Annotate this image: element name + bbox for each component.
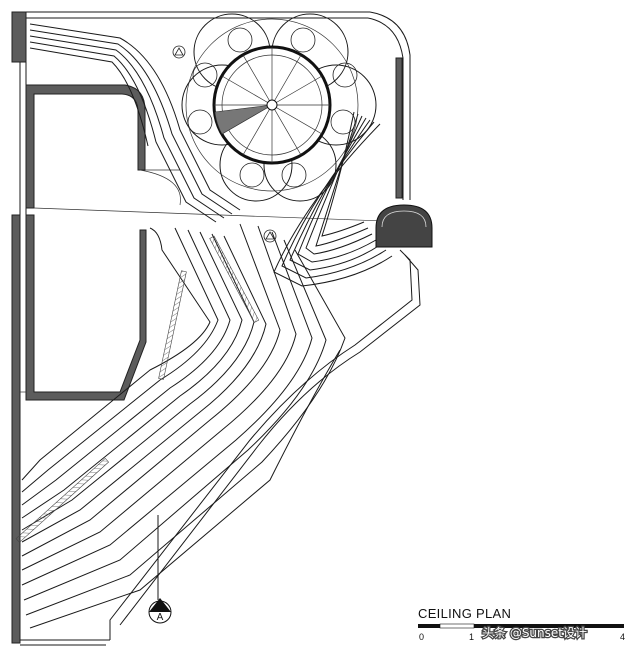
triangle-markers	[172, 45, 277, 243]
scale-tick-1: 1	[469, 632, 474, 642]
watermark: 头条 @Sunset设计	[481, 625, 588, 642]
stair-fixture-lamp	[187, 27, 358, 188]
plan-title: CEILING PLAN	[418, 606, 511, 621]
watermark-text: 头条 @Sunset设计	[482, 626, 587, 640]
section-marker-label: A	[157, 612, 164, 623]
plan-title-block: CEILING PLAN 0 1 4	[418, 606, 625, 642]
hatched-strips	[15, 235, 260, 543]
outer-walls	[11, 11, 411, 646]
scale-tick-0: 0	[419, 632, 424, 642]
wall-lamp-fixture	[375, 204, 433, 248]
section-marker-a: A	[148, 515, 172, 624]
scale-bar	[418, 623, 624, 629]
scale-tick-4: 4	[620, 632, 625, 642]
ceiling-bands	[21, 23, 421, 640]
circular-stair-cluster	[181, 13, 377, 202]
